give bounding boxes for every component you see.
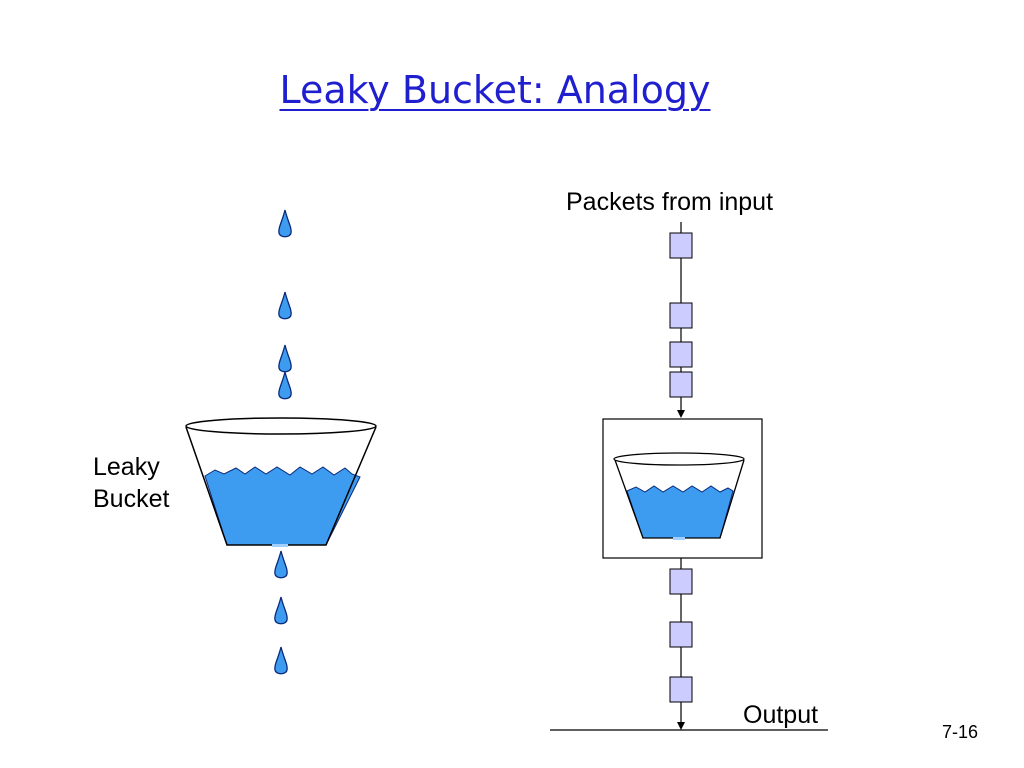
- packet: [670, 569, 692, 594]
- water-drop-icon: [279, 372, 291, 399]
- packets-from-input-label: Packets from input: [566, 186, 773, 218]
- output-label: Output: [743, 699, 818, 731]
- small-bucket-leak-hole: [673, 537, 685, 540]
- leaky-bucket-label-line2: Bucket: [93, 483, 203, 515]
- bucket-leak-hole: [272, 544, 288, 547]
- water-drop-icon: [275, 551, 287, 578]
- small-bucket-water: [627, 486, 733, 538]
- small-bucket-rim: [614, 453, 744, 465]
- packet: [670, 342, 692, 367]
- leaky-bucket-label-line1: Leaky: [93, 451, 203, 483]
- bucket-water: [205, 467, 360, 545]
- incoming-drops: [279, 210, 291, 399]
- water-drop-icon: [279, 292, 291, 319]
- bucket-rim: [186, 418, 376, 434]
- input-arrowhead: [677, 410, 685, 418]
- packet: [670, 622, 692, 647]
- water-drop-icon: [279, 345, 291, 372]
- leaky-bucket-label: Leaky Bucket: [93, 451, 203, 515]
- packet: [670, 372, 692, 397]
- water-drop-icon: [279, 210, 291, 237]
- leaky-bucket: [186, 418, 376, 547]
- packet: [670, 303, 692, 328]
- water-drop-icon: [275, 647, 287, 674]
- leaking-drops: [275, 551, 287, 674]
- packet-stream: [550, 222, 828, 730]
- output-arrowhead: [677, 722, 685, 730]
- water-drop-icon: [275, 597, 287, 624]
- packet: [670, 233, 692, 258]
- slide-number: 7-16: [942, 722, 978, 743]
- packet: [670, 677, 692, 702]
